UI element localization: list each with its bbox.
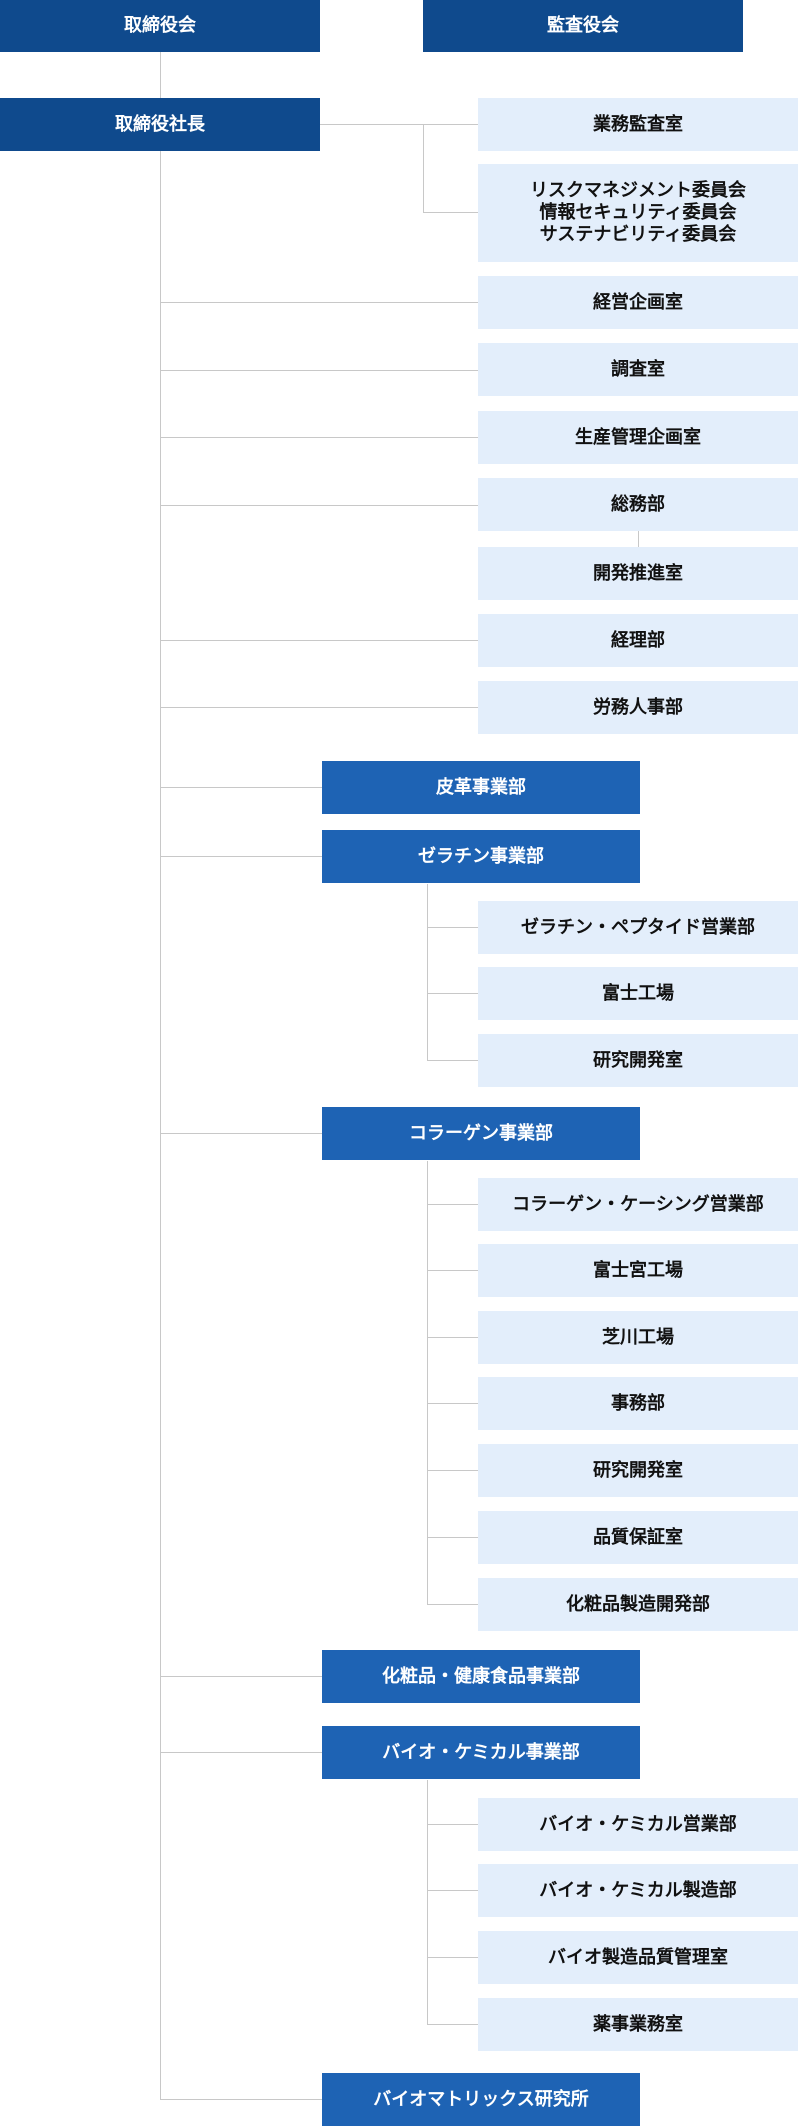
collagen-unit: 品質保証室 xyxy=(478,1511,798,1564)
biochem-unit-connector xyxy=(427,2024,478,2025)
collagen-unit: 化粧品製造開発部 xyxy=(478,1578,798,1631)
staff-production: 生産管理企画室 xyxy=(478,411,798,464)
gelatin-unit: ゼラチン・ペプタイド営業部 xyxy=(478,901,798,954)
staff-committees: リスクマネジメント委員会 情報セキュリティ委員会 サステナビリティ委員会 xyxy=(478,164,798,262)
gelatin-unit: 研究開発室 xyxy=(478,1034,798,1087)
general-connector xyxy=(160,505,478,506)
accounting-connector xyxy=(160,640,478,641)
biochem-unit-connector xyxy=(427,1824,478,1825)
division-leather: 皮革事業部 xyxy=(322,761,640,814)
committees-connector xyxy=(423,212,478,213)
biochem-unit: バイオ・ケミカル営業部 xyxy=(478,1798,798,1851)
president-node: 取締役社長 xyxy=(0,98,320,151)
collagen-unit-connector xyxy=(427,1470,478,1471)
cosmetics-connector xyxy=(160,1676,322,1677)
staff-general: 総務部 xyxy=(478,478,798,531)
biochem-unit-connector xyxy=(427,1957,478,1958)
division-biochem: バイオ・ケミカル事業部 xyxy=(322,1726,640,1779)
biochem-trunk xyxy=(427,1780,428,2024)
gelatin-unit-connector xyxy=(427,993,478,994)
collagen-unit: 研究開発室 xyxy=(478,1444,798,1497)
collagen-unit: 芝川工場 xyxy=(478,1311,798,1364)
division-biomatrix: バイオマトリックス研究所 xyxy=(322,2073,640,2126)
biochem-unit: バイオ・ケミカル製造部 xyxy=(478,1864,798,1917)
main-trunk xyxy=(160,151,161,2099)
gelatin-unit-connector xyxy=(427,927,478,928)
president-staff-connector xyxy=(320,124,478,125)
collagen-trunk xyxy=(427,1161,428,1604)
collagen-unit: コラーゲン・ケーシング営業部 xyxy=(478,1178,798,1231)
gelatin-unit-connector xyxy=(427,1060,478,1061)
biomatrix-connector xyxy=(160,2099,322,2100)
production-connector xyxy=(160,437,478,438)
leather-connector xyxy=(160,787,322,788)
board-node: 取締役会 xyxy=(0,0,320,52)
research-connector xyxy=(160,370,478,371)
biochem-unit: バイオ製造品質管理室 xyxy=(478,1931,798,1984)
staff-planning: 経営企画室 xyxy=(478,276,798,329)
gelatin-connector xyxy=(160,856,322,857)
committee-risk: リスクマネジメント委員会 xyxy=(530,180,746,201)
biochem-unit: 薬事業務室 xyxy=(478,1998,798,2051)
staff-development: 開発推進室 xyxy=(478,547,798,600)
collagen-unit-connector xyxy=(427,1337,478,1338)
division-cosmetics: 化粧品・健康食品事業部 xyxy=(322,1650,640,1703)
committee-infosec: 情報セキュリティ委員会 xyxy=(539,202,737,223)
biochem-connector xyxy=(160,1752,322,1753)
staff-audit-office: 業務監査室 xyxy=(478,98,798,151)
hr-connector xyxy=(160,707,478,708)
biochem-unit-connector xyxy=(427,1890,478,1891)
collagen-unit: 富士宮工場 xyxy=(478,1244,798,1297)
gelatin-unit: 富士工場 xyxy=(478,967,798,1020)
division-collagen: コラーゲン事業部 xyxy=(322,1107,640,1160)
collagen-unit-connector xyxy=(427,1537,478,1538)
staff-branch-trunk xyxy=(423,124,424,212)
collagen-unit-connector xyxy=(427,1604,478,1605)
collagen-unit-connector xyxy=(427,1270,478,1271)
staff-hr: 労務人事部 xyxy=(478,681,798,734)
board-connector xyxy=(160,52,161,98)
gelatin-trunk xyxy=(427,884,428,1060)
collagen-unit-connector xyxy=(427,1403,478,1404)
staff-research: 調査室 xyxy=(478,343,798,396)
collagen-unit: 事務部 xyxy=(478,1377,798,1430)
general-development-connector xyxy=(638,531,639,547)
collagen-connector xyxy=(160,1133,322,1134)
staff-accounting: 経理部 xyxy=(478,614,798,667)
division-gelatin: ゼラチン事業部 xyxy=(322,830,640,883)
collagen-unit-connector xyxy=(427,1204,478,1205)
auditors-node: 監査役会 xyxy=(423,0,743,52)
committee-sustainability: サステナビリティ委員会 xyxy=(539,224,737,245)
planning-connector xyxy=(160,302,478,303)
